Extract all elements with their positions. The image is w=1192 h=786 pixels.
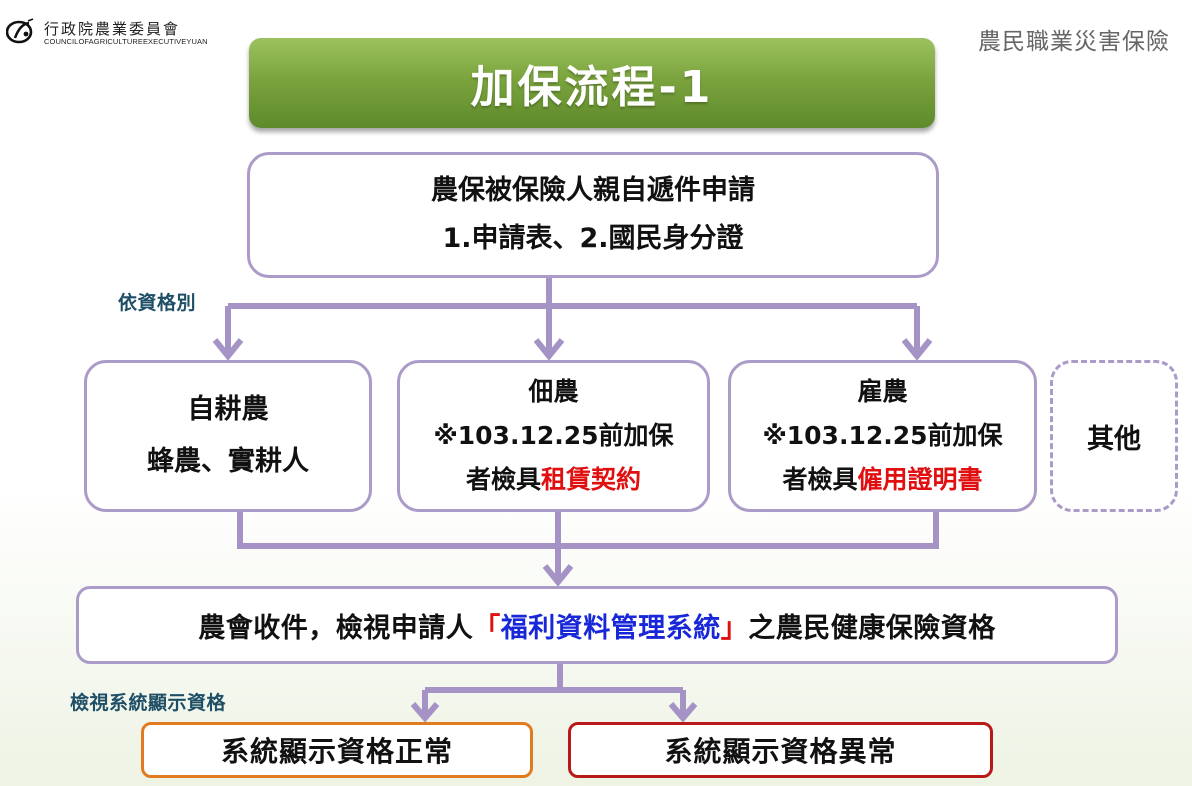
tenant-requirement-prefix: 者檢具 <box>465 465 541 494</box>
review-prefix: 農會收件，檢視申請人 <box>198 612 474 644</box>
coa-logo: 行政院農業委員會 COUNCILOFAGRICULTUREEXECUTIVEYU… <box>6 16 246 52</box>
arrowhead-self-farmer <box>212 338 244 361</box>
header-title-right: 農民職業災害保險 <box>978 29 1170 55</box>
category-hired-farmer: 雇農 ※103.12.25前加保 者檢具僱用證明書 <box>728 360 1037 512</box>
review-quote-close: 」 <box>720 612 749 644</box>
logo-chinese-text: 行政院農業委員會 <box>44 20 181 38</box>
other-title: 其他 <box>1087 423 1141 455</box>
application-line-2: 1.申請表、2.國民身分證 <box>442 223 744 254</box>
review-quote-open: 「 <box>473 612 501 644</box>
label-by-qualification: 依資格別 <box>118 292 197 314</box>
self-farmer-subtitle: 蜂農、實耕人 <box>147 446 309 477</box>
review-system-name: 福利資料管理系統 <box>500 612 721 644</box>
arrowhead-review <box>542 564 574 587</box>
page-title: 加保流程-1 <box>249 38 935 128</box>
result-qualification-normal: 系統顯示資格正常 <box>141 722 533 778</box>
hired-requirement: 者檢具僱用證明書 <box>782 458 982 502</box>
category-other: 其他 <box>1050 360 1178 512</box>
category-self-farmer: 自耕農 蜂農、實耕人 <box>84 360 372 512</box>
arrowhead-hired <box>901 338 933 361</box>
arrowhead-normal <box>410 702 440 723</box>
hired-requirement-prefix: 者檢具 <box>782 465 858 494</box>
category-tenant-farmer: 佃農 ※103.12.25前加保 者檢具租賃契約 <box>397 360 710 512</box>
hired-requirement-document: 僱用證明書 <box>857 465 983 494</box>
label-view-system-qualification: 檢視系統顯示資格 <box>70 692 227 714</box>
self-farmer-title: 自耕農 <box>187 394 269 425</box>
coa-emblem-icon <box>6 18 34 44</box>
review-suffix: 之農民健康保險資格 <box>748 612 996 644</box>
logo-english-text: COUNCILOFAGRICULTUREEXECUTIVEYUAN <box>44 37 208 46</box>
tenant-requirement: 者檢具租賃契約 <box>466 458 641 502</box>
arrowhead-tenant <box>533 338 565 361</box>
hired-title: 雇農 <box>857 377 908 406</box>
application-line-1: 農保被保險人親自遞件申請 <box>431 175 755 206</box>
tenant-note: ※103.12.25前加保 <box>433 421 674 450</box>
arrowhead-abnormal <box>668 702 698 723</box>
hired-note: ※103.12.25前加保 <box>762 421 1003 450</box>
farmers-association-review-box: 農會收件，檢視申請人「福利資料管理系統」之農民健康保險資格 <box>76 586 1118 664</box>
tenant-title: 佃農 <box>528 377 579 406</box>
result-qualification-abnormal: 系統顯示資格異常 <box>568 722 993 778</box>
tenant-requirement-document: 租賃契約 <box>541 465 642 494</box>
application-box: 農保被保險人親自遞件申請 1.申請表、2.國民身分證 <box>247 152 939 278</box>
